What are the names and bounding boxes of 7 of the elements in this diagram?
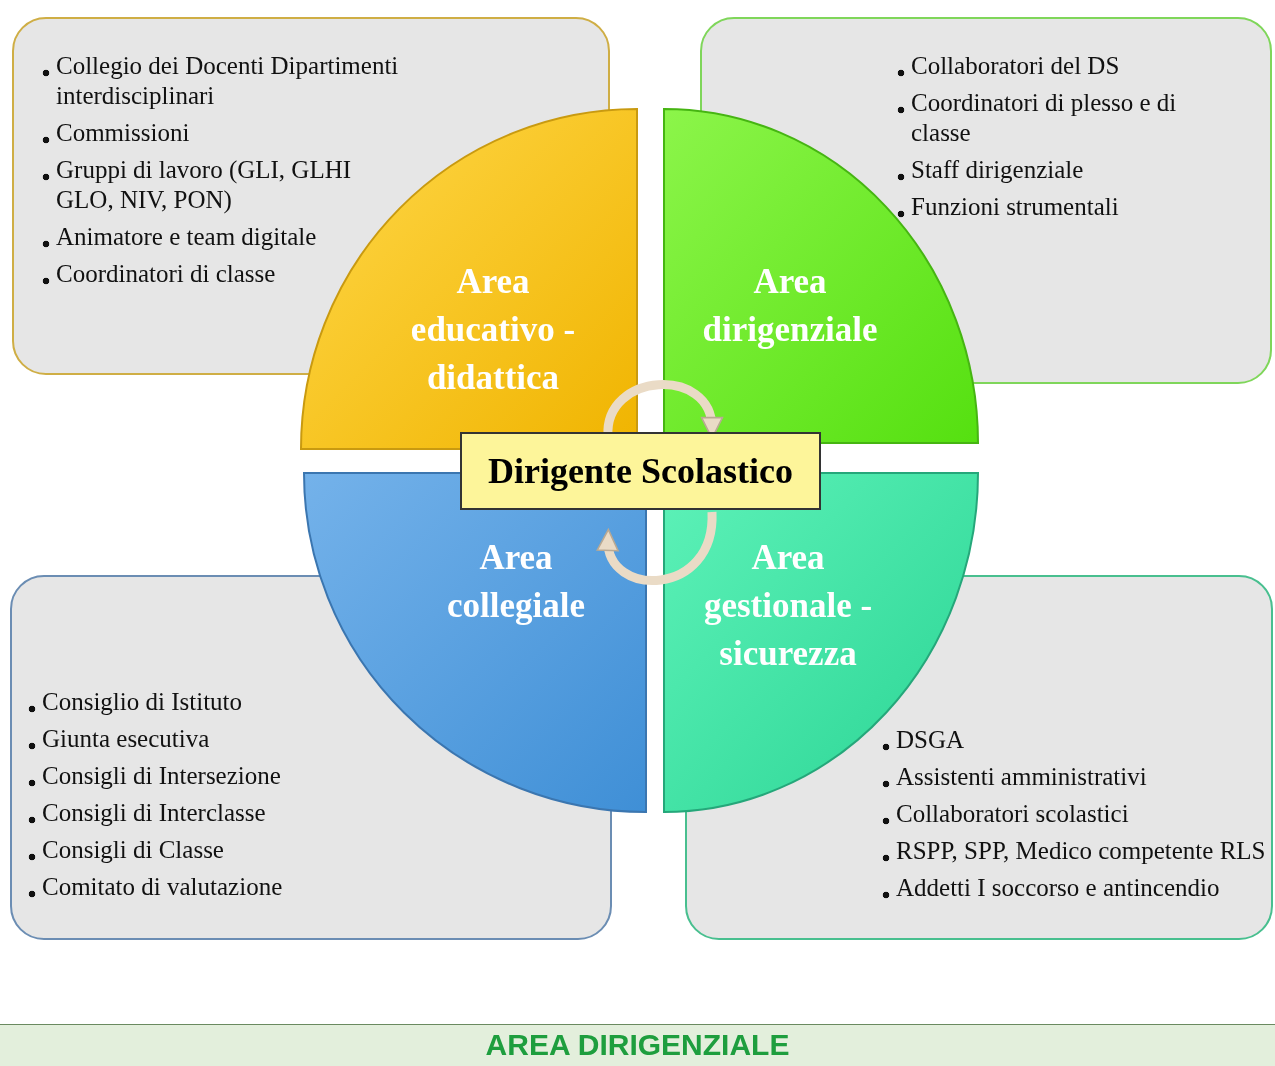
- area-label: Area dirigenziale: [701, 261, 879, 351]
- center-label: Dirigente Scolastico: [488, 450, 793, 492]
- center-box: [460, 432, 821, 510]
- area-label: Area gestionale - sicurezza: [702, 537, 874, 675]
- area-label: Area collegiale: [446, 537, 586, 627]
- area-label: Area educativo - didattica: [409, 261, 577, 399]
- caption-banner: AREA DIRIGENZIALE: [0, 1024, 1275, 1066]
